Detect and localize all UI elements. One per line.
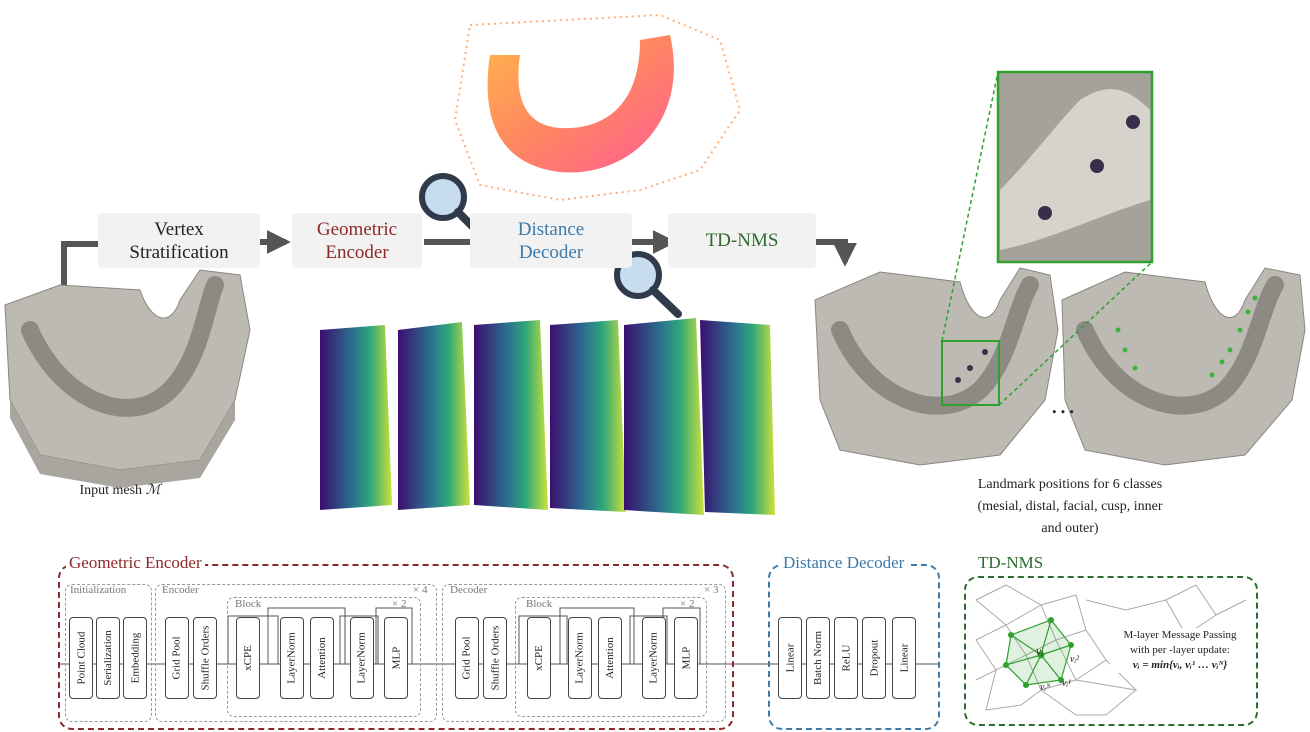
distance-decoder-stage: Distance Decoder [470,213,632,268]
box-label: xCPE [242,645,254,671]
caption-line: Landmark positions for 6 classes [977,477,1163,492]
grid-pool-box: Grid Pool [455,617,479,699]
point-cloud-image [453,13,742,202]
repeat-label: × 2 [392,598,407,610]
caption-text: Input mesh [79,483,143,498]
node-center-label: vᵢ [1036,644,1044,658]
text-line: M-layer Message Passing [1123,629,1237,641]
caption-line: and outer) [1041,521,1099,536]
geometric-encoder-stage: Geometric Encoder [292,213,422,268]
box-label: Embedding [129,632,141,684]
panel-title: TD-NMS [975,553,1047,573]
box-label: Grid Pool [461,636,473,680]
repeat-label: × 2 [680,598,695,610]
message-passing-text: M-layer Message Passing with per -layer … [1110,628,1250,673]
block-group [515,597,707,717]
layernorm-box: LayerNorm [350,617,374,699]
mlp-box: MLP [674,617,698,699]
node-n-label: vᵢᴺ [1040,682,1051,693]
box-label: MLP [390,646,402,670]
group-label: Block [526,598,553,610]
box-label: Dropout [868,639,881,677]
block-group [227,597,421,717]
embedding-box: Embedding [123,617,147,699]
box-label: Attention [316,637,328,679]
caption-line: (mesial, distal, facial, cusp, inner [977,499,1163,514]
box-label: ReLU [840,644,853,672]
dropout-box: Dropout [862,617,886,699]
attention-box: Attention [598,617,622,699]
grid-pool-box: Grid Pool [165,617,189,699]
box-label: LayerNorm [286,632,298,684]
attention-box: Attention [310,617,334,699]
box-label: Shuffle Orders [489,625,501,691]
layernorm-box: LayerNorm [642,617,666,699]
relu-box: ReLU [834,617,858,699]
zoom-callout [941,70,1154,406]
layernorm-box: LayerNorm [568,617,592,699]
stage-label: Geometric Encoder [316,218,398,263]
layernorm-box: LayerNorm [280,617,304,699]
td-nms-stage: TD-NMS [668,213,816,268]
box-label: Shuffle Orders [199,625,211,691]
initialization-group [65,584,152,722]
box-label: xCPE [533,645,545,671]
repeat-label: × 4 [413,584,428,596]
repeat-label: × 3 [704,584,719,596]
box-label: Linear [898,643,911,673]
linear-box: Linear [778,617,802,699]
box-label: LayerNorm [648,632,660,684]
point-cloud-box: Point Cloud [69,617,93,699]
xcpe-box: xCPE [527,617,551,699]
group-label: Encoder [162,584,199,596]
encoder-group [155,584,437,722]
td-nms-panel [964,576,1258,726]
landmarks-caption: Landmark positions for 6 classes (mesial… [940,474,1200,540]
mlp-box: MLP [384,617,408,699]
box-label: Serialization [102,630,114,686]
box-label: Attention [604,637,616,679]
decoder-group [442,584,726,722]
node-1-label: vᵢ¹ [1062,678,1072,689]
ellipsis: … [1050,390,1076,419]
panel-title: Geometric Encoder [66,553,205,573]
geometric-encoder-panel [58,564,734,730]
box-label: Point Cloud [75,631,87,685]
stage-label: TD-NMS [705,230,779,251]
batch-norm-box: Batch Norm [806,617,830,699]
output-mesh-image [814,267,1059,466]
distance-heatmaps [320,318,775,515]
linear-box: Linear [892,617,916,699]
box-label: LayerNorm [574,632,586,684]
box-label: Grid Pool [171,636,183,680]
shuffle-orders-box: Shuffle Orders [483,617,507,699]
serialization-box: Serialization [96,617,120,699]
pipeline-graphics [4,13,1306,515]
shuffle-orders-box: Shuffle Orders [193,617,217,699]
xcpe-box: xCPE [236,617,260,699]
group-label: Initialization [70,584,127,596]
formula: vᵢ = min{vᵢ, vᵢ¹ … vᵢᴺ} [1132,659,1228,671]
node-2-label: vᵢ² [1070,654,1080,665]
input-mesh-caption: Input mesh ℳ [55,480,185,502]
group-label: Block [235,598,262,610]
mesh-symbol: ℳ [145,483,161,498]
vertex-stratification-stage: Vertex Stratification [98,213,260,268]
box-label: MLP [680,646,692,670]
output-mesh-image [1061,267,1306,466]
box-label: Linear [784,643,797,673]
mesh-graph [975,584,1247,716]
stage-label: Vertex Stratification [129,218,229,263]
box-label: Batch Norm [812,630,825,686]
stage-label: Distance Decoder [517,218,585,263]
group-label: Decoder [450,584,488,596]
text-line: with per -layer update: [1130,644,1230,656]
panel-title: Distance Decoder [780,553,908,573]
input-mesh-image [4,269,251,488]
box-label: LayerNorm [356,632,368,684]
